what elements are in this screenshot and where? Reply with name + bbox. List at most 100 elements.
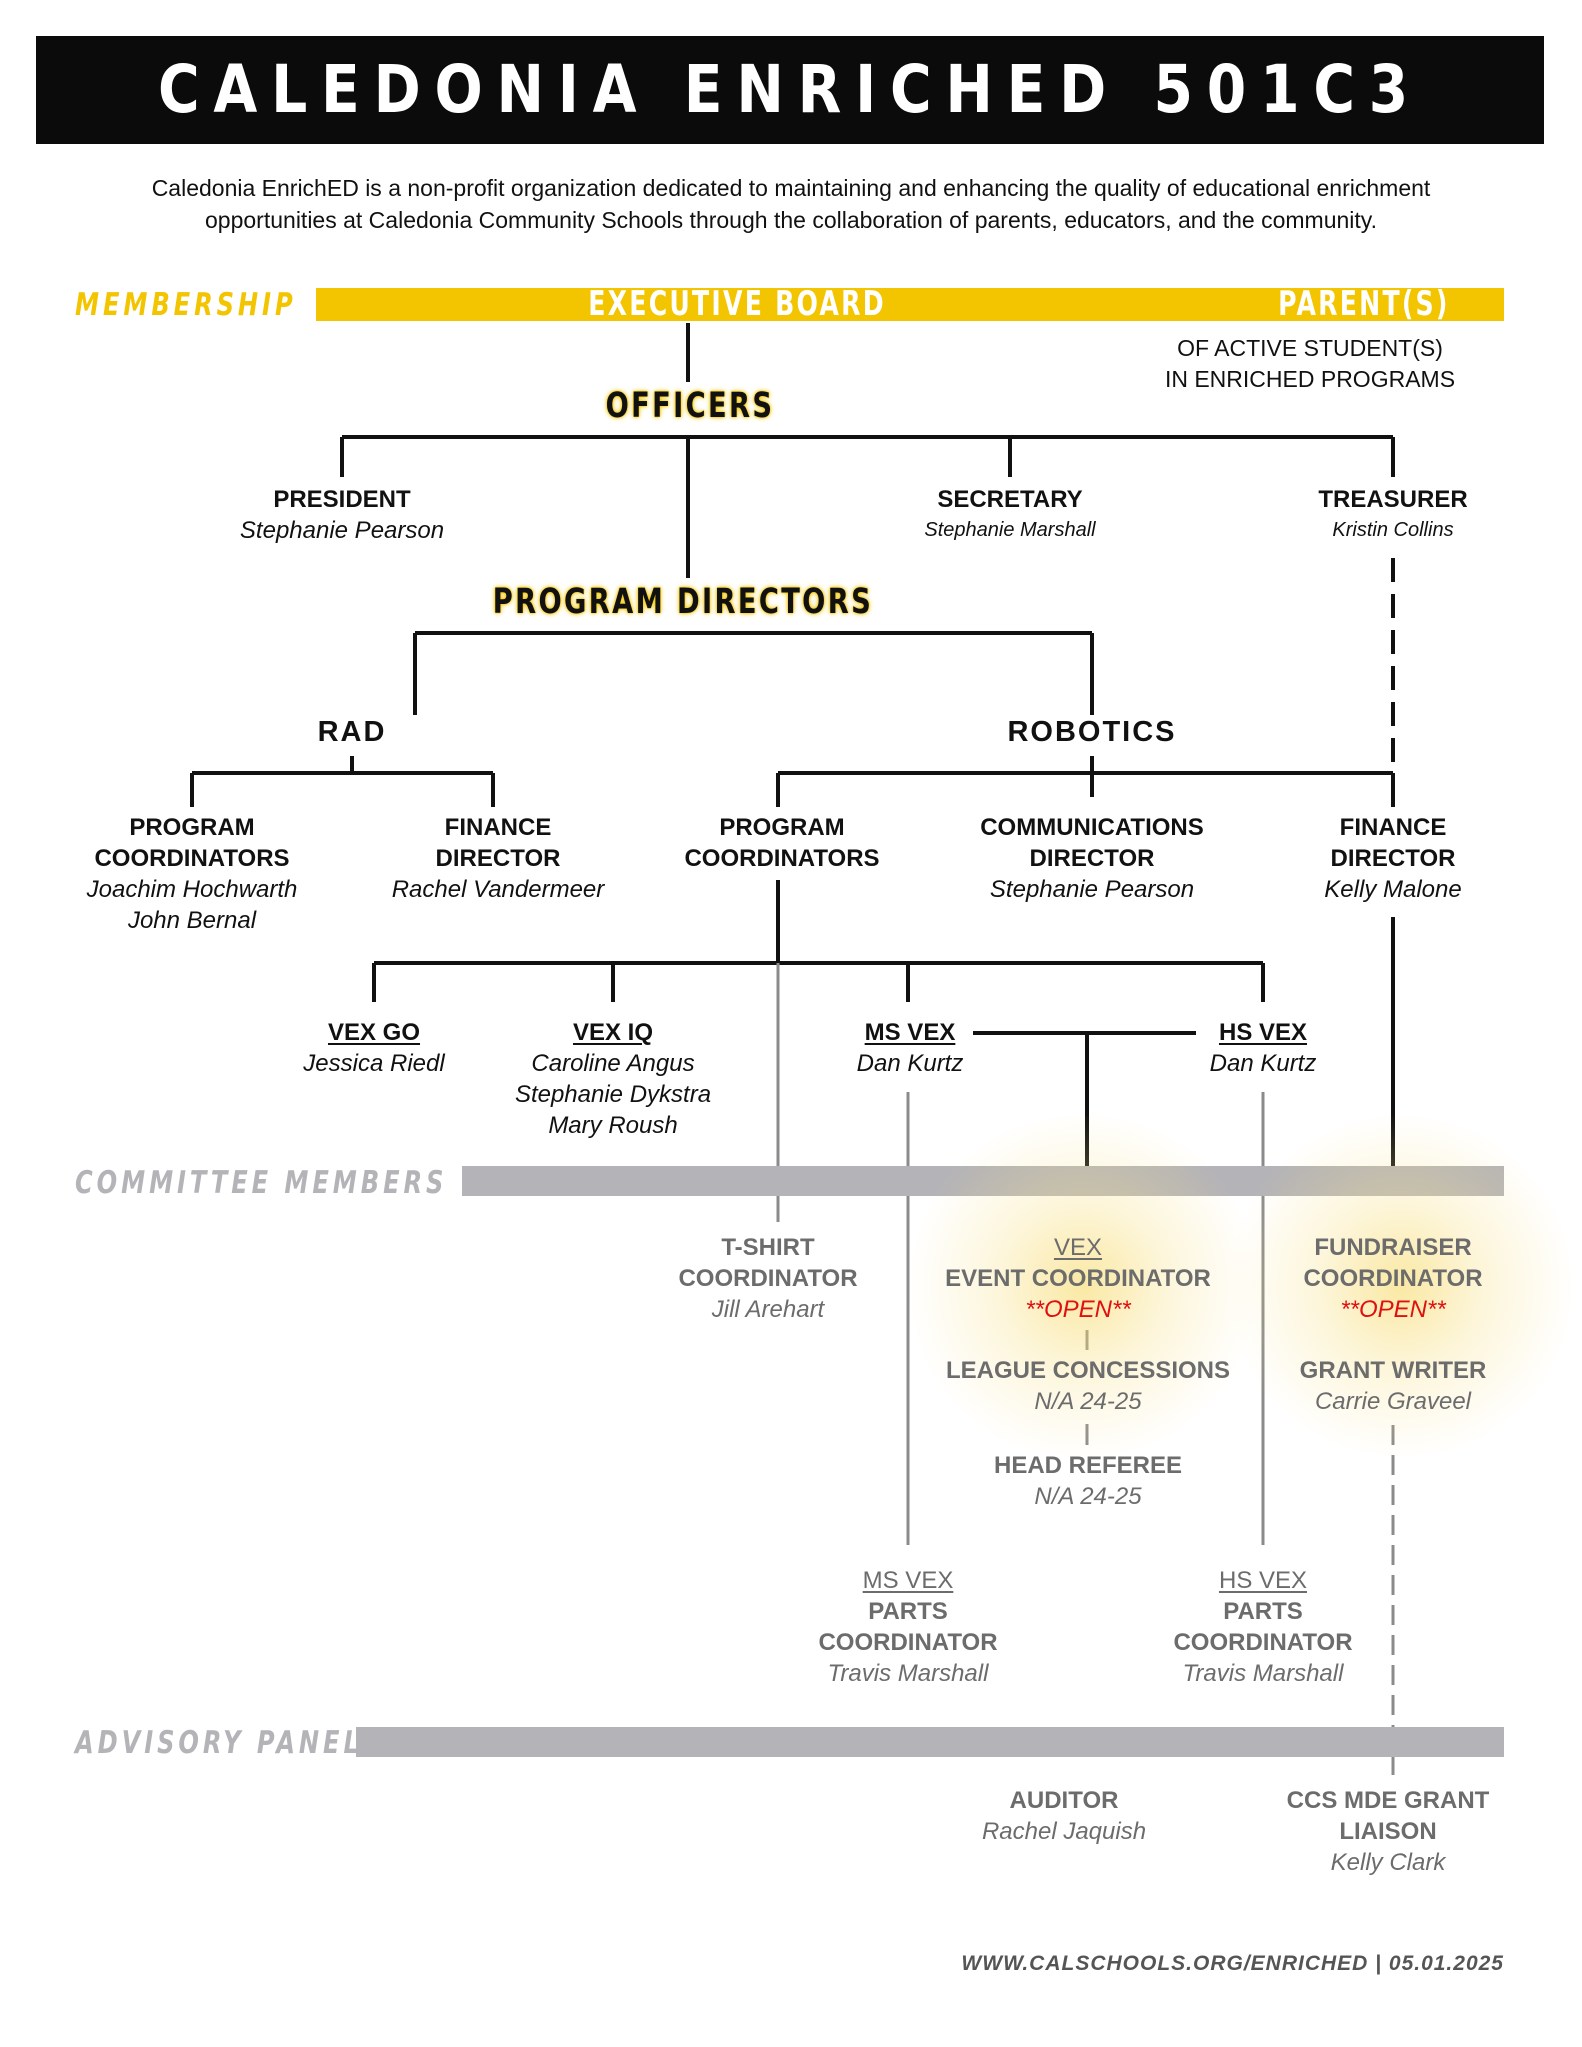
committee-label: COMMITTEE MEMBERS	[75, 1165, 448, 1201]
hs-parts-prefix: HS VEX	[1218, 1567, 1308, 1594]
communications-name: Stephanie Pearson	[989, 876, 1195, 903]
head-referee-role: HEAD REFEREE	[993, 1452, 1183, 1479]
hs-parts-role-2: COORDINATOR	[1173, 1629, 1353, 1656]
communications-role-2: DIRECTOR	[1029, 845, 1155, 872]
tshirt-role-2: COORDINATOR	[678, 1265, 858, 1292]
ms-vex-node: MS VEX Dan Kurtz	[810, 1017, 1010, 1079]
hs-vex-parts-node: HS VEX PARTS COORDINATOR Travis Marshall	[1113, 1565, 1413, 1689]
intro-text: Caledonia EnrichED is a non-profit organ…	[60, 172, 1522, 236]
rad-finance-role-1: FINANCE	[444, 814, 552, 841]
executive-board-label: EXECUTIVE BOARD	[588, 284, 886, 324]
fundraiser-role-2: COORDINATOR	[1303, 1265, 1483, 1292]
vex-iq-name-3: Mary Roush	[548, 1112, 678, 1139]
vex-event-coordinator-node: VEX EVENT COORDINATOR **OPEN**	[908, 1232, 1248, 1325]
footer-url-date[interactable]: WWW.CALSCHOOLS.ORG/ENRICHED | 05.01.2025	[961, 1952, 1504, 1975]
vex-iq-node: VEX IQ Caroline Angus Stephanie Dykstra …	[463, 1017, 763, 1141]
president-node: PRESIDENT Stephanie Pearson	[192, 484, 492, 546]
membership-label: MEMBERSHIP	[75, 287, 297, 323]
tshirt-name: Jill Arehart	[711, 1296, 825, 1323]
hs-vex-node: HS VEX Dan Kurtz	[1163, 1017, 1363, 1079]
title-bar	[36, 36, 1544, 144]
auditor-name: Rachel Jaquish	[981, 1818, 1147, 1845]
robotics-finance-role-1: FINANCE	[1339, 814, 1447, 841]
vex-go-label: VEX GO	[327, 1019, 421, 1046]
vex-iq-label: VEX IQ	[572, 1019, 654, 1046]
head-referee-node: HEAD REFEREE N/A 24-25	[938, 1450, 1238, 1512]
intro-line-2: opportunities at Caledonia Community Sch…	[205, 207, 1377, 233]
grant-writer-role: GRANT WRITER	[1299, 1357, 1487, 1384]
treasurer-node: TREASURER Kristin Collins	[1243, 484, 1543, 546]
league-role: LEAGUE CONCESSIONS	[945, 1357, 1231, 1384]
parents-label: PARENT(S)	[1278, 284, 1450, 324]
auditor-node: AUDITOR Rachel Jaquish	[914, 1785, 1214, 1847]
secretary-name: Stephanie Marshall	[924, 519, 1096, 541]
rad-coordinator-name-1: Joachim Hochwarth	[86, 876, 298, 903]
robotics-finance-role-2: DIRECTOR	[1330, 845, 1456, 872]
ms-parts-prefix: MS VEX	[862, 1567, 954, 1594]
vex-event-open-highlight	[898, 1116, 1268, 1456]
ms-parts-role-1: PARTS	[868, 1598, 948, 1625]
fundraiser-open-highlight	[1220, 1116, 1582, 1456]
treasurer-name: Kristin Collins	[1332, 519, 1454, 541]
fundraiser-coordinator-node: FUNDRAISER COORDINATOR **OPEN**	[1243, 1232, 1543, 1325]
robotics-label: ROBOTICS	[1007, 716, 1177, 748]
rad-finance-node: FINANCE DIRECTOR Rachel Vandermeer	[348, 812, 648, 905]
ms-vex-label: MS VEX	[864, 1019, 956, 1046]
hs-vex-label: HS VEX	[1218, 1019, 1308, 1046]
officers-heading: OFFICERS	[605, 386, 775, 426]
membership-bar	[316, 288, 1504, 321]
robotics-coordinators-role-1: PROGRAM	[719, 814, 845, 841]
program-directors-heading: PROGRAM DIRECTORS	[492, 582, 874, 622]
hs-parts-role-1: PARTS	[1223, 1598, 1303, 1625]
president-name: Stephanie Pearson	[239, 517, 445, 544]
tshirt-coordinator-node: T-SHIRT COORDINATOR Jill Arehart	[618, 1232, 918, 1325]
vex-event-prefix: VEX	[1053, 1234, 1103, 1261]
grant-writer-name: Carrie Graveel	[1314, 1388, 1472, 1415]
ms-parts-role-2: COORDINATOR	[818, 1629, 998, 1656]
president-role: PRESIDENT	[273, 486, 411, 513]
ms-vex-name: Dan Kurtz	[856, 1050, 964, 1077]
liaison-name: Kelly Clark	[1330, 1849, 1446, 1876]
rad-label: RAD	[317, 716, 387, 748]
vex-go-name: Jessica Riedl	[303, 1050, 445, 1077]
hs-parts-name: Travis Marshall	[1182, 1660, 1344, 1687]
robotics-coordinators-node: PROGRAM COORDINATORS	[632, 812, 932, 874]
fundraiser-status: **OPEN**	[1340, 1296, 1446, 1323]
vex-event-role: EVENT COORDINATOR	[945, 1265, 1211, 1292]
robotics-finance-name: Kelly Malone	[1324, 876, 1462, 903]
rad-coordinators-node: PROGRAM COORDINATORS Joachim Hochwarth J…	[42, 812, 342, 936]
rad-finance-name: Rachel Vandermeer	[391, 876, 605, 903]
ms-vex-parts-node: MS VEX PARTS COORDINATOR Travis Marshall	[758, 1565, 1058, 1689]
tshirt-role-1: T-SHIRT	[721, 1234, 815, 1261]
league-name: N/A 24-25	[1034, 1388, 1142, 1415]
advisory-bar	[356, 1727, 1504, 1757]
grant-liaison-node: CCS MDE GRANT LIAISON Kelly Clark	[1238, 1785, 1538, 1878]
secretary-role: SECRETARY	[937, 486, 1083, 513]
parents-note: OF ACTIVE STUDENT(S) IN ENRICHED PROGRAM…	[1150, 333, 1470, 395]
liaison-role-1: CCS MDE GRANT	[1286, 1787, 1490, 1814]
robotics-finance-node: FINANCE DIRECTOR Kelly Malone	[1243, 812, 1543, 905]
grant-writer-node: GRANT WRITER Carrie Graveel	[1243, 1355, 1543, 1417]
rad-finance-role-2: DIRECTOR	[435, 845, 561, 872]
fundraiser-role-1: FUNDRAISER	[1314, 1234, 1472, 1261]
parents-note-line-1: OF ACTIVE STUDENT(S)	[1177, 335, 1443, 361]
advisory-label: ADVISORY PANEL	[75, 1725, 363, 1761]
secretary-node: SECRETARY Stephanie Marshall	[860, 484, 1160, 546]
communications-director-node: COMMUNICATIONS DIRECTOR Stephanie Pearso…	[942, 812, 1242, 905]
rad-coordinators-role-1: PROGRAM	[129, 814, 255, 841]
liaison-role-2: LIAISON	[1339, 1818, 1437, 1845]
auditor-role: AUDITOR	[1009, 1787, 1119, 1814]
robotics-coordinators-role-2: COORDINATORS	[684, 845, 880, 872]
treasurer-role: TREASURER	[1318, 486, 1468, 513]
intro-line-1: Caledonia EnrichED is a non-profit organ…	[151, 175, 1431, 201]
vex-event-status: **OPEN**	[1025, 1296, 1131, 1323]
vex-iq-name-2: Stephanie Dykstra	[514, 1081, 712, 1108]
ms-parts-name: Travis Marshall	[827, 1660, 989, 1687]
communications-role-1: COMMUNICATIONS	[980, 814, 1204, 841]
rad-coordinator-name-2: John Bernal	[127, 907, 257, 934]
rad-coordinators-role-2: COORDINATORS	[94, 845, 290, 872]
parents-note-line-2: IN ENRICHED PROGRAMS	[1164, 366, 1456, 392]
hs-vex-name: Dan Kurtz	[1209, 1050, 1317, 1077]
vex-go-node: VEX GO Jessica Riedl	[224, 1017, 524, 1079]
page-title: CALEDONIA ENRICHED 501C3 STRUCTURE	[158, 51, 1422, 236]
